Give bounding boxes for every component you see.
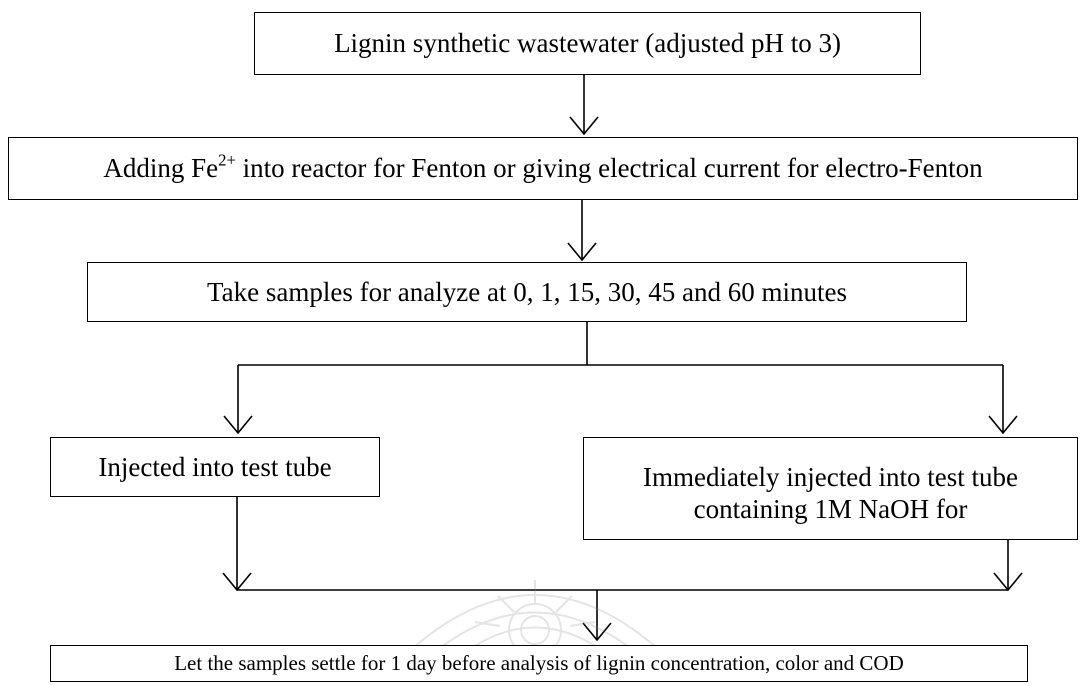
arrowhead-final <box>582 622 612 642</box>
branch-naoh-text: Immediately injected into test tube cont… <box>643 462 1018 526</box>
step-adding-fe-suffix: into reactor for Fenton or giving electr… <box>235 153 983 183</box>
arrowhead-step3 <box>567 242 597 262</box>
branch-test-tube-label: Injected into test tube <box>98 451 332 482</box>
step-take-samples: Take samples for analyze at 0, 1, 15, 30… <box>87 262 967 322</box>
branch-naoh-line1: Immediately injected into test tube <box>643 461 1018 492</box>
arrowhead-step2 <box>569 116 599 136</box>
branch-naoh-test-tube: Immediately injected into test tube cont… <box>583 437 1078 540</box>
step-adding-fe: Adding Fe2+ into reactor for Fenton or g… <box>8 137 1078 200</box>
step-settle-analysis-label: Let the samples settle for 1 day before … <box>174 651 904 675</box>
step-lignin-wastewater-label: Lignin synthetic wastewater (adjusted pH… <box>334 28 841 58</box>
university-seal-watermark <box>399 580 671 661</box>
step-take-samples-label: Take samples for analyze at 0, 1, 15, 30… <box>207 276 847 307</box>
step-settle-analysis: Let the samples settle for 1 day before … <box>50 645 1028 682</box>
arrowhead-left-branch <box>223 415 253 435</box>
branch-test-tube: Injected into test tube <box>50 437 380 497</box>
arrowhead-right-branch <box>988 415 1018 435</box>
step-adding-fe-prefix: Adding Fe <box>103 153 219 183</box>
fe-charge-superscript: 2+ <box>218 150 236 170</box>
step-adding-fe-label: Adding Fe2+ into reactor for Fenton or g… <box>103 150 983 184</box>
branch-naoh-line2: containing 1M NaOH for <box>693 493 968 524</box>
step-lignin-wastewater: Lignin synthetic wastewater (adjusted pH… <box>254 12 921 75</box>
